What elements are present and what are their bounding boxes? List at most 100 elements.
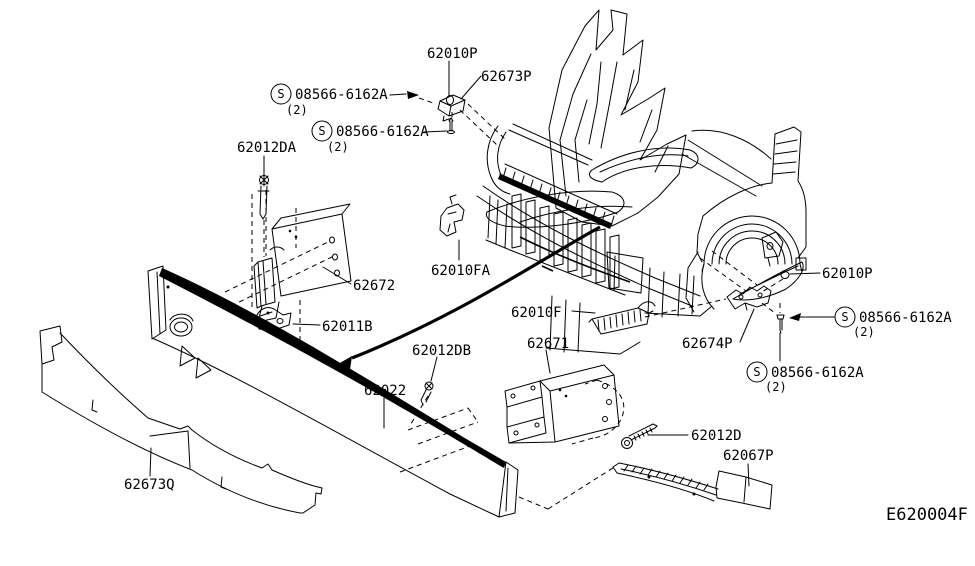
bracket-62010F-ribs [597,309,642,332]
part-label-screw-right-1[interactable]: 08566-6162A [859,310,952,326]
bracket-62671-box [508,364,620,444]
screw-symbol-circle [834,306,856,328]
screw-label-right-2[interactable]: S 08566-6162A (2) [746,361,864,394]
hood-hinge-lines [681,129,772,197]
part-label-screw-top-2[interactable]: 08566-6162A [336,124,429,140]
bracket-62672-drawing [253,203,352,323]
leader-62672 [322,266,352,285]
bumper-reinforcement-62022-drawing [147,265,519,518]
part-label-62012D[interactable]: 62012D [691,428,742,444]
box-dot-1 [558,388,562,392]
car-body-structure-drawing [476,9,807,355]
dash-fender-to-bracket-1 [699,257,747,292]
leader-62671 [545,349,551,374]
part-label-62673Q[interactable]: 62673Q [124,477,175,493]
bracket-62671-drawing [504,364,625,445]
reinforcement-right-endcap [498,461,519,518]
part-label-62012DA[interactable]: 62012DA [237,140,297,156]
retainer-endcap [715,470,773,510]
part-label-screw-right-2[interactable]: 08566-6162A [771,365,864,381]
part-label-62010FA[interactable]: 62010FA [431,263,491,279]
leader-62012DB [430,356,438,382]
screw-symbol-circle [746,361,768,383]
stay-62011B-hole [276,318,284,324]
part-label-62012DB[interactable]: 62012DB [412,343,471,359]
tow-hook-hole-inner [174,321,188,333]
bolt-62012DA-drawing [257,173,270,220]
screw-symbol-letter: S [841,310,848,324]
box-dot-2 [564,394,568,398]
part-label-62011B[interactable]: 62011B [322,319,373,335]
front-lip-shade [519,236,631,283]
absorber-slot-1 [91,399,98,413]
flange-hole-4 [534,422,540,428]
part-label-62067P[interactable]: 62067P [723,448,774,464]
part-label-62010P-right[interactable]: 62010P [822,266,873,282]
leader-62010P-right [789,272,821,275]
screw-top-2-base [447,130,455,134]
dash-62671-plane [407,407,479,445]
bracket-62010F-drawing [588,301,656,335]
bolt-62012DB-spokes [425,382,433,390]
flange-hole-2 [530,385,536,391]
bracket-62672-hole-1 [329,236,335,244]
dash-62672-plane-2 [230,254,337,307]
fender-skirt [732,261,804,301]
bolt-62012DB-head [424,381,434,391]
bracket-62674P-hole-2 [757,292,763,298]
part-label-62010P-top[interactable]: 62010P [427,46,478,62]
part-label-screw-top-1[interactable]: 08566-6162A [295,87,388,103]
wing-brace [588,147,699,183]
part-label-62672[interactable]: 62672 [353,278,395,294]
dash-bar-to-retainer [518,465,617,510]
leader-lines [149,60,835,487]
reinforcement-left-endcap [147,265,167,340]
part-labels: 62010P 62673P S 08566-6162A (2) S 08566-… [124,46,952,493]
bolt-right-2-glyph [776,314,785,334]
screw-top-1-glyph [407,91,419,99]
part-label-62010F[interactable]: 62010F [511,305,562,321]
reinforcement-top-band [159,268,506,468]
retainer-dot-2 [692,492,696,496]
part-label-62674P[interactable]: 62674P [682,336,733,352]
upper-member-dark-band [498,174,612,229]
retainer-top-edge [612,462,719,502]
fender-pillar [771,126,802,184]
screw-right-1-glyph [789,313,801,321]
screw-symbol-circle [270,83,292,105]
energy-absorber-62673Q-drawing [39,325,323,514]
leader-62067P [747,463,750,487]
leader-62673P [460,75,482,100]
part-label-62022[interactable]: 62022 [364,383,406,399]
bolt-62012DA-shaft [257,185,270,220]
right-fasteners-drawing [776,270,806,334]
qty-screw-top-1: (2) [286,103,308,117]
screw-label-right-1[interactable]: S 08566-6162A (2) [834,306,952,339]
bracket-62672-box [271,203,352,297]
lower-legs-center [644,267,713,318]
bracket-62674P-hole-1 [738,294,744,300]
screw-label-top-2[interactable]: S 08566-6162A (2) [311,120,429,154]
clip-62010P-right-head [780,271,790,279]
direction-arrow-shaft [351,225,601,360]
part-label-62673P[interactable]: 62673P [481,69,532,85]
absorber-slot-2 [220,476,227,490]
apron-side-box [606,251,644,294]
dash-fender-to-bracket-2 [711,250,758,286]
dash-clip-right-axis [761,278,784,293]
corner-legs [485,195,511,251]
bolt-62012D-head-inner [624,440,630,446]
dash-clip-to-body-1 [459,109,498,146]
box-hole-3 [602,416,608,422]
part-label-62671[interactable]: 62671 [527,336,569,352]
screw-label-top-1[interactable]: S 08566-6162A (2) [270,83,388,117]
dash-62012DB-axis [408,395,429,428]
bracket-62672-hole-2 [332,253,338,261]
core-support-corner [486,123,593,195]
wheel-arch-arcs [701,215,803,273]
dash-62672-vert-3 [295,208,301,342]
screw-symbol-letter: S [277,87,284,101]
screw-symbol-letter: S [318,124,325,138]
dash-clip-to-body-2 [467,103,506,140]
